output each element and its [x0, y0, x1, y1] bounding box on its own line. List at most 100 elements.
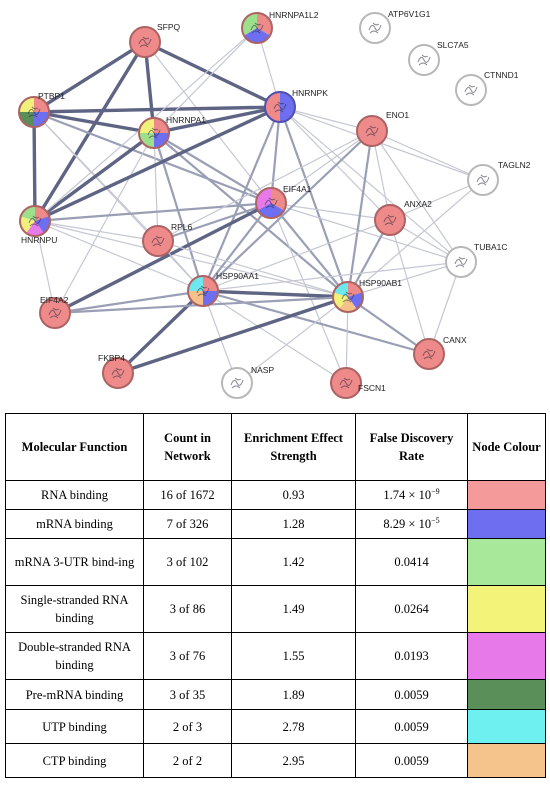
- fdr-value: 0.0264: [394, 602, 429, 616]
- count-cell: 7 of 326: [143, 509, 232, 539]
- strength-cell: 2.78: [231, 709, 356, 744]
- fdr-cell: 0.0059: [355, 709, 468, 744]
- node-fscn1[interactable]: FSCN1: [330, 367, 386, 399]
- node-hsp90aa1[interactable]: HSP90AA1: [187, 271, 259, 307]
- node-atp6v1g1[interactable]: ATP6V1G1: [359, 9, 431, 44]
- edge-tuba1c-hsp90ab1: [347, 261, 462, 298]
- node-canx[interactable]: CANX: [413, 335, 467, 370]
- node-ring: [264, 91, 296, 123]
- node-ring: [102, 357, 134, 389]
- edge-hsp90ab1-fkbp4: [117, 295, 349, 375]
- node-slc7a5[interactable]: SLC7A5: [408, 40, 469, 76]
- node-ring: [330, 367, 362, 399]
- edge-eno1-hsp90ab1: [346, 130, 374, 298]
- node-ring: [445, 246, 477, 278]
- node-ctnnd1[interactable]: CTNND1: [455, 70, 519, 106]
- edge-sfpq-ptbp1: [33, 40, 146, 114]
- node-hnrnpa1[interactable]: HNRNPA1: [138, 115, 206, 149]
- node-label: HSP90AA1: [216, 271, 259, 281]
- edge-hnrnpk-anxa2: [279, 106, 391, 221]
- fdr-value: 0.0059: [394, 753, 429, 768]
- node-colour-swatch: [467, 509, 546, 539]
- node-hnrnpk[interactable]: HNRNPK: [264, 88, 328, 123]
- node-label: HNRNPA1: [166, 115, 206, 125]
- protein-structure-icon: [422, 348, 436, 360]
- header-node-colour: Node Colour: [467, 413, 546, 481]
- node-colour-swatch: [467, 679, 546, 710]
- edge-ptbp1-hsp90aa1: [33, 111, 204, 292]
- count-cell: 3 of 102: [143, 538, 232, 586]
- node-label: CANX: [443, 335, 467, 345]
- fdr-cell: 1.74 × 10−9: [355, 480, 468, 510]
- edge-eno1-rpl6: [157, 130, 373, 242]
- node-hsp90ab1[interactable]: HSP90AB1: [332, 278, 402, 313]
- table-header-row: Molecular Function Count in Network Enri…: [5, 413, 546, 481]
- edge-hnrnpa1-hnrnpk: [153, 105, 281, 135]
- fdr-exponent: −5: [431, 515, 440, 525]
- node-sfpq[interactable]: SFPQ: [129, 22, 181, 58]
- node-hnrnpu[interactable]: HNRNPU: [19, 205, 57, 245]
- node-ring: [408, 44, 440, 76]
- node-ptbp1[interactable]: PTBP1: [18, 91, 65, 128]
- fdr-value: 1.74 × 10: [383, 488, 432, 502]
- edge-hnrnpa1-hnrnpu: [33, 131, 156, 223]
- function-cell: Double-stranded RNA binding: [5, 632, 144, 680]
- node-ring: [39, 297, 71, 329]
- edge-hnrnpu-hsp90aa1: [34, 220, 204, 292]
- node-label: HSP90AB1: [359, 278, 402, 288]
- node-anxa2[interactable]: ANXA2: [374, 199, 432, 236]
- protein-structure-icon: [417, 54, 431, 66]
- strength-cell: 0.93: [231, 480, 356, 510]
- strength-cell: 1.49: [231, 585, 356, 633]
- node-label: ATP6V1G1: [388, 9, 431, 19]
- node-ring: [332, 281, 364, 313]
- node-ring: [138, 117, 170, 149]
- edge-sfpq-hnrnpu: [33, 41, 147, 222]
- function-cell: Single-stranded RNA binding: [5, 585, 144, 633]
- node-tuba1c[interactable]: TUBA1C: [445, 242, 508, 278]
- node-label: TUBA1C: [474, 242, 508, 252]
- node-colour-swatch: [467, 585, 546, 633]
- node-hnrnpa1l2[interactable]: HNRNPA1L2: [241, 10, 319, 44]
- edge-eno1-tuba1c: [371, 130, 462, 263]
- edge-hnrnpu-eif4a1: [34, 201, 272, 223]
- count-cell: 3 of 76: [143, 632, 232, 680]
- node-slice: [265, 92, 280, 122]
- node-label: TAGLN2: [498, 160, 531, 170]
- edge-hnrnpa1-eif4a1: [153, 132, 272, 204]
- node-eno1[interactable]: ENO1: [356, 110, 409, 147]
- edge-anxa2-tagln2: [389, 179, 484, 221]
- node-fkbp4[interactable]: FKBP4: [98, 353, 134, 389]
- node-slice: [34, 112, 49, 127]
- edge-anxa2-canx: [389, 219, 430, 355]
- protein-structure-icon: [339, 377, 353, 389]
- node-ring: [241, 12, 273, 44]
- node-tagln2[interactable]: TAGLN2: [467, 160, 531, 196]
- header-strength: Enrichment Effect Strength: [231, 413, 356, 481]
- node-eif4a2[interactable]: EIF4A2: [39, 295, 71, 329]
- node-label: RPL6: [171, 222, 193, 232]
- node-slice: [35, 216, 50, 234]
- node-slice: [26, 221, 44, 236]
- node-eif4a1[interactable]: EIF4A1: [255, 184, 312, 219]
- node-ring: [187, 275, 219, 307]
- node-nasp[interactable]: NASP: [221, 365, 274, 399]
- edge-eif4a1-eif4a2: [54, 201, 272, 315]
- count-cell: 3 of 86: [143, 585, 232, 633]
- edge-hnrnpa1-rpl6: [153, 132, 159, 242]
- fdr-value: 0.0414: [394, 555, 429, 569]
- edge-hsp90aa1-eif4a2: [54, 289, 204, 315]
- edge-hsp90aa1-fscn1: [202, 290, 347, 384]
- node-slice: [203, 291, 218, 306]
- header-molecular-function: Molecular Function: [5, 413, 144, 481]
- node-rpl6[interactable]: RPL6: [142, 222, 193, 257]
- edge-eif4a1-hsp90aa1: [202, 202, 272, 292]
- edge-eif4a1-eno1: [270, 130, 373, 204]
- enrichment-table-container: Molecular Function Count in Network Enri…: [5, 413, 546, 778]
